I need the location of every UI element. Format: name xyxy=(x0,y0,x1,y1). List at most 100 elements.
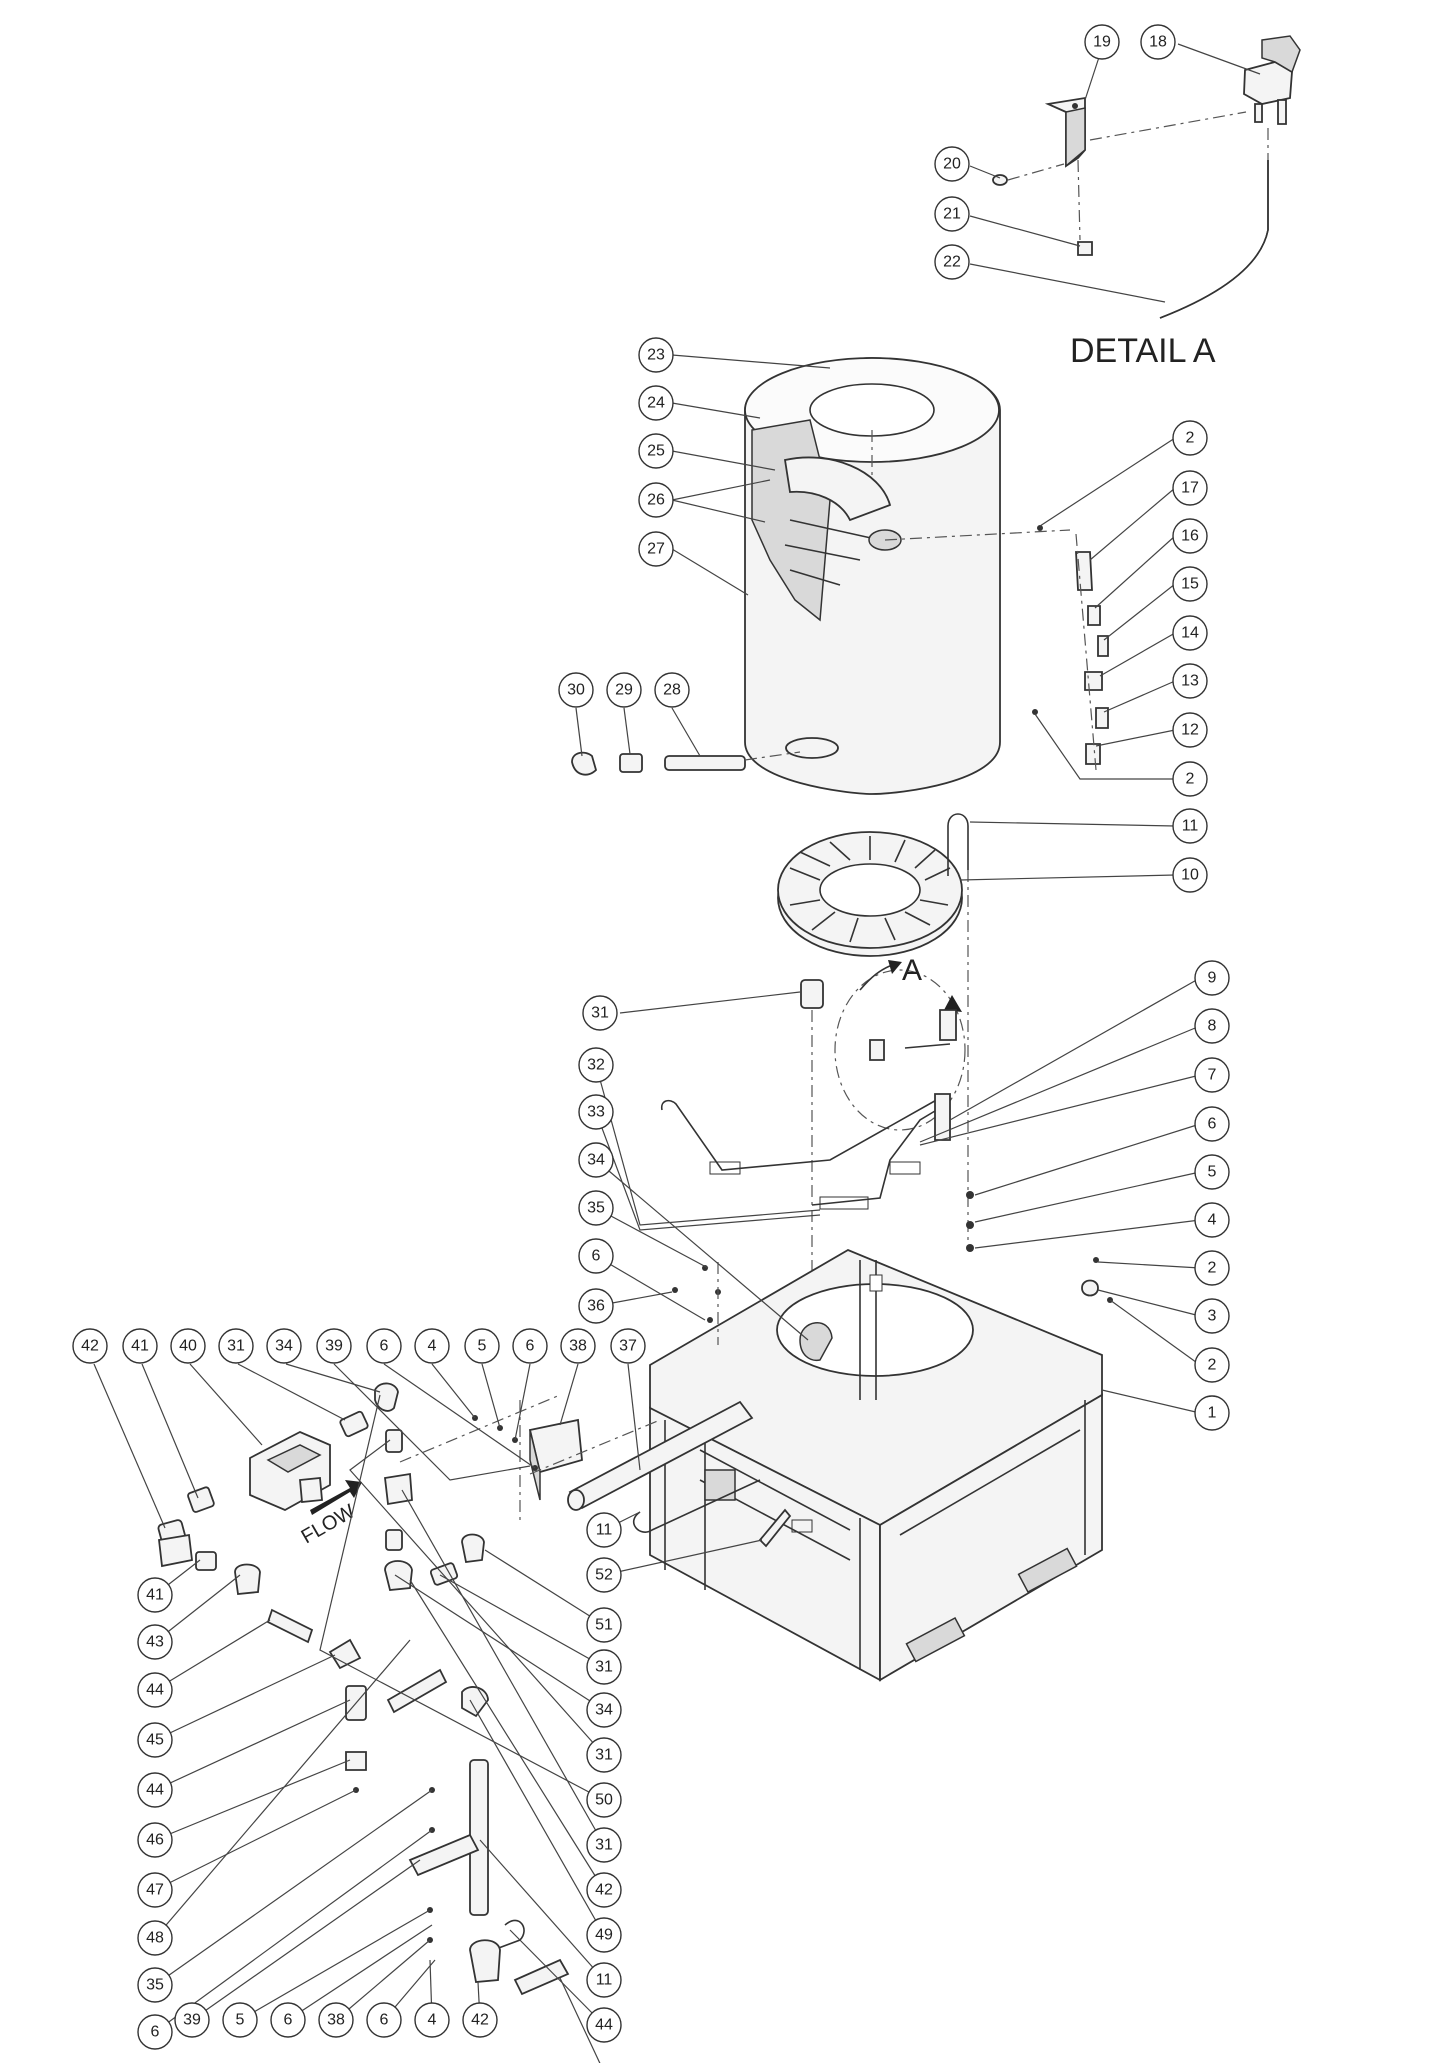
callout-number: 31 xyxy=(591,1005,609,1022)
callout-number: 10 xyxy=(1181,867,1199,884)
callout-number: 6 xyxy=(1208,1116,1217,1133)
callout-number: 36 xyxy=(587,1298,605,1315)
callout-31: 31 xyxy=(586,1649,622,1685)
callout-51: 51 xyxy=(586,1607,622,1643)
callout-35: 35 xyxy=(137,1967,173,2003)
callout-5: 5 xyxy=(1194,1154,1230,1190)
callout-27: 27 xyxy=(638,531,674,567)
tube-segment-mark xyxy=(791,1519,813,1533)
callout-number: 40 xyxy=(179,1338,197,1355)
callout-number: 2 xyxy=(1208,1357,1217,1374)
callout-number: 34 xyxy=(275,1338,293,1355)
fittings-12-17 xyxy=(1032,525,1109,771)
callout-12: 12 xyxy=(1172,712,1208,748)
pipe-37-end xyxy=(567,1489,585,1511)
combustion-chamber xyxy=(744,357,1071,795)
callout-2: 2 xyxy=(1172,761,1208,797)
callout-number: 4 xyxy=(428,2012,437,2029)
fitting-31-top xyxy=(800,979,824,1009)
callout-7: 7 xyxy=(1194,1057,1230,1093)
callout-number: 37 xyxy=(619,1338,637,1355)
callout-number: 44 xyxy=(146,1782,164,1799)
callout-number: 31 xyxy=(595,1747,613,1764)
tube-connector xyxy=(934,1093,951,1141)
callout-48: 48 xyxy=(137,1920,173,1956)
callout-26: 26 xyxy=(638,482,674,518)
callout-number: 48 xyxy=(146,1930,164,1947)
callout-number: 51 xyxy=(595,1617,613,1634)
callout-11: 11 xyxy=(1172,808,1208,844)
callout-11: 11 xyxy=(586,1512,622,1548)
callout-19: 19 xyxy=(1084,24,1120,60)
callout-39: 39 xyxy=(174,2002,210,2038)
callout-41: 41 xyxy=(137,1577,173,1613)
callout-number: 34 xyxy=(587,1152,605,1169)
callout-number: 2 xyxy=(1186,430,1195,447)
callout-22: 22 xyxy=(934,244,970,280)
callout-38: 38 xyxy=(318,2002,354,2038)
part-52 xyxy=(758,1508,792,1548)
callout-37: 37 xyxy=(610,1328,646,1364)
callout-number: 38 xyxy=(569,1338,587,1355)
callout-6: 6 xyxy=(366,2002,402,2038)
callout-number: 9 xyxy=(1208,970,1217,987)
tube-segment-mark xyxy=(889,1161,921,1175)
callout-50: 50 xyxy=(586,1782,622,1818)
callout-number: 2 xyxy=(1186,771,1195,788)
callout-10: 10 xyxy=(1172,857,1208,893)
callout-number: 32 xyxy=(587,1057,605,1074)
callout-number: 6 xyxy=(380,1338,389,1355)
callout-2: 2 xyxy=(1172,420,1208,456)
callout-4: 4 xyxy=(414,1328,450,1364)
callout-42: 42 xyxy=(72,1328,108,1364)
tube-segment-mark xyxy=(819,1196,869,1210)
callout-number: 25 xyxy=(647,443,665,460)
callout-number: 28 xyxy=(663,682,681,699)
callout-24: 24 xyxy=(638,385,674,421)
callout-6: 6 xyxy=(512,1328,548,1364)
callout-number: 42 xyxy=(471,2012,489,2029)
callout-52: 52 xyxy=(586,1557,622,1593)
callout-15: 15 xyxy=(1172,566,1208,602)
callout-number: 31 xyxy=(595,1837,613,1854)
callout-number: 6 xyxy=(284,2012,293,2029)
tube-11-lower xyxy=(633,1479,761,1533)
callout-6: 6 xyxy=(578,1238,614,1274)
callout-29: 29 xyxy=(606,672,642,708)
detail-marker: A xyxy=(902,954,922,987)
callout-44: 44 xyxy=(137,1672,173,1708)
callout-20: 20 xyxy=(934,146,970,182)
callout-number: 6 xyxy=(151,2024,160,2041)
callout-number: 6 xyxy=(526,1338,535,1355)
callout-35: 35 xyxy=(578,1190,614,1226)
callout-number: 21 xyxy=(943,206,961,223)
callout-number: 41 xyxy=(146,1587,164,1604)
callout-number: 31 xyxy=(595,1659,613,1676)
callout-39: 39 xyxy=(316,1328,352,1364)
callout-number: 5 xyxy=(236,2012,245,2029)
callout-6: 6 xyxy=(270,2002,306,2038)
callout-number: 39 xyxy=(325,1338,343,1355)
callout-number: 24 xyxy=(647,395,665,412)
callout-number: 44 xyxy=(595,2017,613,2034)
callout-number: 15 xyxy=(1181,576,1199,593)
callout-11: 11 xyxy=(586,1962,622,1998)
callout-3: 3 xyxy=(1194,1298,1230,1334)
callout-32: 32 xyxy=(578,1047,614,1083)
callout-number: 52 xyxy=(595,1567,613,1584)
callout-number: 7 xyxy=(1208,1067,1217,1084)
callout-31: 31 xyxy=(586,1827,622,1863)
callout-number: 11 xyxy=(596,1522,613,1539)
callout-23: 23 xyxy=(638,337,674,373)
callout-44: 44 xyxy=(137,1772,173,1808)
callout-30: 30 xyxy=(558,672,594,708)
callout-44: 44 xyxy=(586,2007,622,2043)
callout-42: 42 xyxy=(462,2002,498,2038)
callout-42: 42 xyxy=(586,1872,622,1908)
callout-number: 16 xyxy=(1181,528,1199,545)
fittings-28-30 xyxy=(571,751,801,776)
callout-16: 16 xyxy=(1172,518,1208,554)
callout-number: 30 xyxy=(567,682,585,699)
callout-13: 13 xyxy=(1172,663,1208,699)
